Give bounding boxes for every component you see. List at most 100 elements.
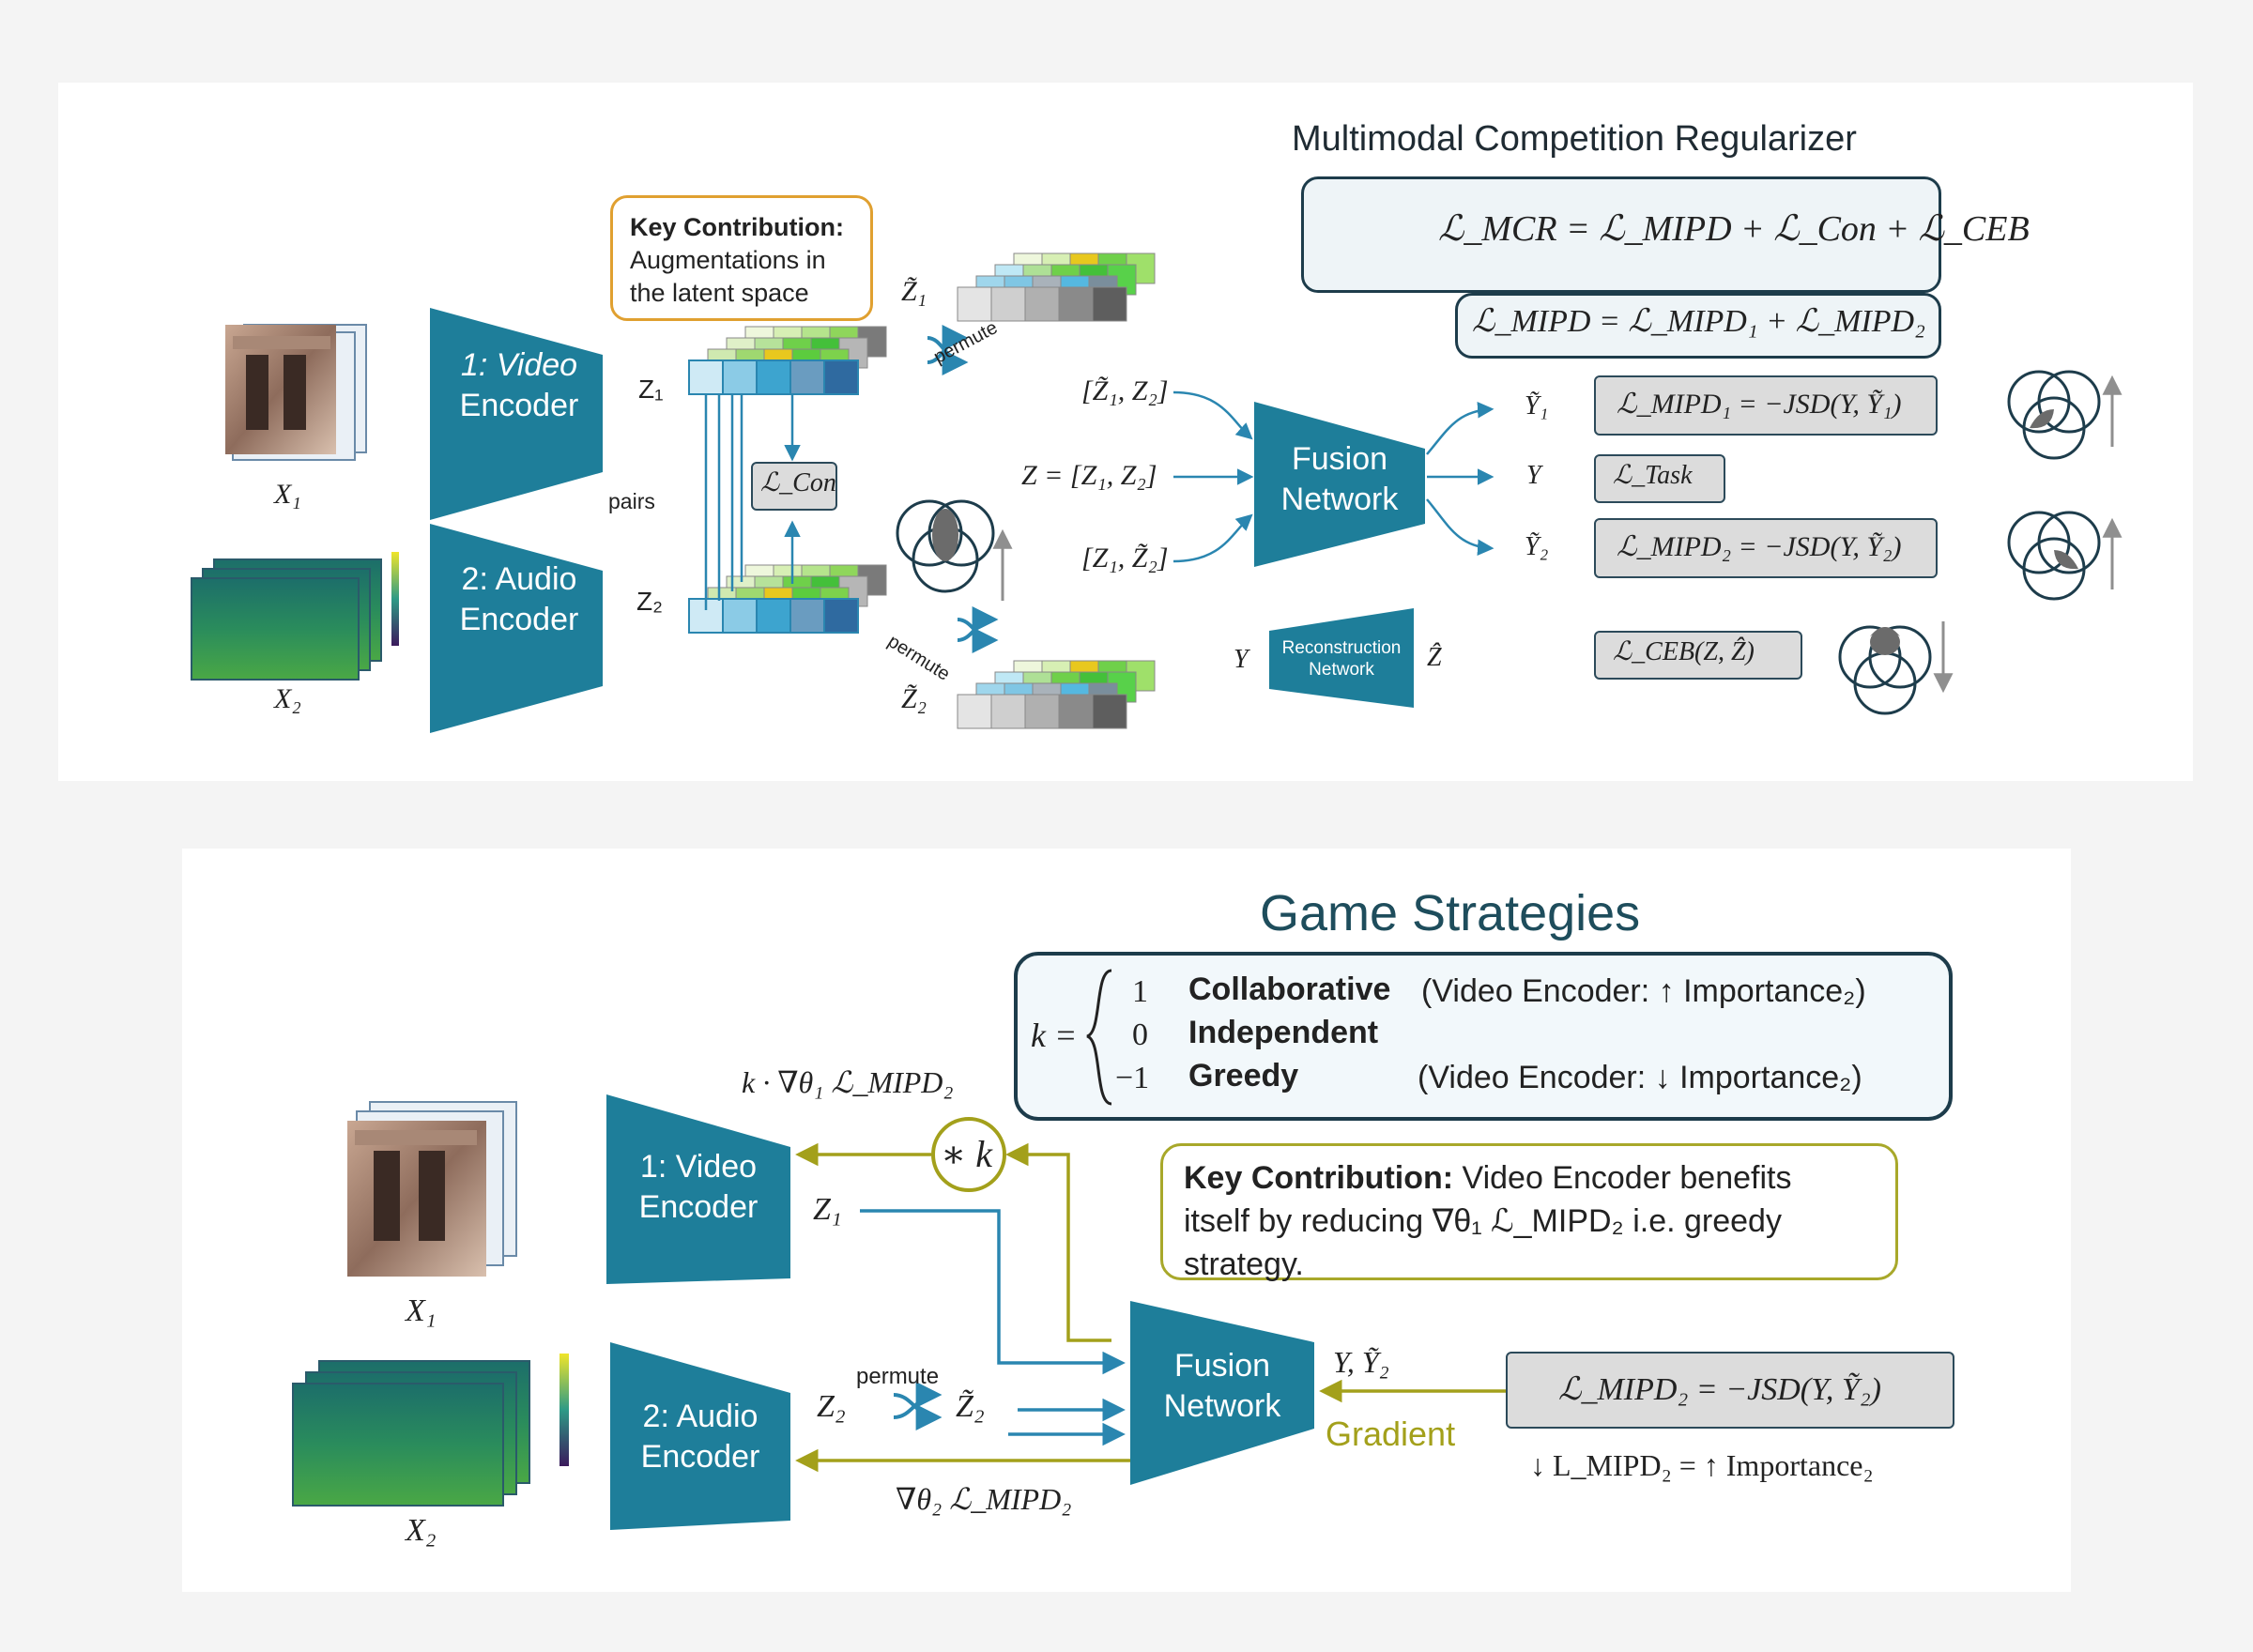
loss-box: [1506, 1352, 1954, 1429]
loss-label: ℒ_MIPD₂ = −JSD(Y, Ỹ₂): [1558, 1372, 1881, 1407]
video-encoder-shape: [606, 1094, 790, 1284]
audio-encoder: 2: Audio Encoder: [430, 559, 608, 639]
z1-tilde-label: Z̃₁: [901, 276, 927, 307]
video-encoder-line1: 1: Video: [639, 1149, 758, 1185]
strategy-greedy-note: (Video Encoder: ↓ Importance₂): [1418, 1060, 1862, 1095]
venn-diagram-icon: [2007, 370, 2101, 460]
z2-tilde-stack: [957, 660, 1156, 729]
mcr-equation: ℒ_MCR = ℒ_MIPD + ℒ_Con + ℒ_CEB: [1438, 209, 2030, 249]
loss-ceb-box: [1594, 631, 1802, 680]
key-contribution-line1: Video Encoder benefits: [1453, 1160, 1792, 1196]
strategy-collab-name: Collaborative: [1188, 971, 1391, 1007]
shuffle-icon: [893, 1382, 943, 1430]
strategy-greedy-name: Greedy: [1188, 1058, 1299, 1094]
photo-stack-icon: [347, 1101, 517, 1277]
key-contribution-box: Key Contribution: Augmentations in the l…: [610, 195, 873, 321]
strategy-greedy-value: −1: [1115, 1061, 1150, 1095]
loss-mipd1: ℒ_MIPD₁ = −JSD(Y, Ỹ₁): [1617, 389, 1902, 420]
strategy-indep-name: Independent: [1188, 1015, 1379, 1050]
photo-stack-icon: [225, 324, 367, 461]
x1-label: X₁: [274, 479, 301, 510]
grad-video-label: k · ∇θ₁ ℒ_MIPD₂: [742, 1065, 954, 1099]
x2-label: X₂: [274, 683, 301, 714]
key-contribution-line2: the latent space: [630, 279, 809, 308]
recon-input: Y: [1234, 645, 1249, 674]
audio-encoder-line1: 2: Audio: [642, 1399, 759, 1434]
venn-diagram-icon: [2007, 511, 2101, 601]
fusion-network: Fusion Network: [1130, 1346, 1314, 1426]
fusion-network: Fusion Network: [1254, 439, 1425, 519]
audio-encoder-line2: Encoder: [459, 601, 579, 637]
fusion-line2: Network: [1163, 1387, 1281, 1424]
mipd-equation-box: [1455, 293, 1941, 359]
out-y1: Ỹ₁: [1525, 391, 1549, 421]
audio-encoder-shape: [430, 524, 603, 733]
game-strategies-title: Game Strategies: [1260, 885, 1641, 941]
key-contribution-heading: Key Contribution:: [630, 213, 844, 241]
out-y2: Ỹ₂: [1525, 532, 1549, 561]
video-encoder: 1: Video Encoder: [606, 1147, 790, 1227]
video-encoder-line2: Encoder: [638, 1188, 759, 1225]
fusion-network-shape: [1254, 402, 1425, 567]
venn-diagram-icon: [896, 499, 995, 593]
mcr-equation-box: [1301, 176, 1941, 293]
z2-token-stack: [688, 564, 887, 634]
audio-encoder: 2: Audio Encoder: [610, 1397, 790, 1476]
venn-diagram-icon: [1838, 625, 1932, 715]
mcr-title: Multimodal Competition Regularizer: [1292, 119, 1857, 159]
key-contribution-heading: Key Contribution:: [1184, 1160, 1454, 1196]
loss-ceb: ℒ_CEB(Z, Ẑ): [1613, 637, 1755, 666]
z2-label: Z₂: [636, 587, 663, 616]
strategies-box: [1014, 952, 1953, 1121]
audio-encoder-shape: [610, 1342, 790, 1530]
reconstruction-network: Reconstruction Network: [1269, 638, 1414, 681]
z1-label: Z₁: [638, 375, 664, 404]
loss-con-box: [751, 462, 837, 511]
grad-audio-label: ∇θ₂ ℒ_MIPD₂: [896, 1482, 1072, 1516]
z1-token-stack: [688, 326, 887, 395]
z2-tilde-label: Z̃₂: [956, 1389, 985, 1424]
out-y: Y: [1526, 461, 1541, 490]
z2-label: Z₂: [817, 1389, 846, 1424]
recon-output: Ẑ: [1427, 643, 1442, 672]
input-c: [Z₁, Z̃₂]: [1081, 543, 1169, 574]
bottom-panel: Game Strategies k = 1 Collaborative (Vid…: [182, 849, 2071, 1592]
bottom-diagram-graphics: [292, 1094, 1506, 1530]
audio-encoder-line2: Encoder: [640, 1438, 760, 1475]
permute-label: permute: [856, 1364, 940, 1389]
fusion-line1: Fusion: [1291, 441, 1388, 477]
k-equals: k =: [1031, 1017, 1078, 1054]
input-a: [Z̃₁, Z₂]: [1081, 375, 1169, 406]
fusion-network-shape: [1130, 1301, 1314, 1485]
multiply-k-node: [931, 1117, 1006, 1192]
video-encoder-line2: Encoder: [459, 387, 579, 423]
strategy-indep-value: 0: [1132, 1017, 1148, 1052]
loss-con: ℒ_Con: [760, 468, 836, 497]
z1-tilde-stack: [957, 252, 1156, 322]
shuffle-icon: [957, 606, 999, 653]
shuffle-icon: [927, 325, 969, 375]
video-encoder-line1: 1: Video: [460, 347, 578, 383]
audio-encoder-line1: 2: Audio: [461, 561, 577, 597]
video-encoder: 1: Video Encoder: [430, 345, 608, 425]
spectrogram-stack-icon: [292, 1354, 569, 1507]
strategy-collab-value: 1: [1132, 974, 1148, 1009]
top-panel: Multimodal Competition Regularizer ℒ_MCR…: [58, 83, 2193, 781]
fusion-line1: Fusion: [1173, 1348, 1271, 1384]
loss-mipd2: ℒ_MIPD₂ = −JSD(Y, Ỹ₂): [1617, 531, 1902, 562]
key-contribution-line1: Augmentations in: [630, 246, 826, 275]
loss-task: ℒ_Task: [1613, 461, 1693, 490]
video-encoder-shape: [430, 308, 603, 520]
z1-label: Z₁: [813, 1192, 842, 1227]
loss-task-box: [1594, 454, 1725, 503]
z2-tilde-label: Z̃₂: [901, 683, 927, 714]
input-b: Z = [Z₁, Z₂]: [1021, 460, 1157, 491]
loss-mipd2-box: [1594, 518, 1938, 578]
fusion-line2: Network: [1280, 481, 1399, 517]
pair-connectors: [704, 394, 743, 610]
reconstruction-network-shape: [1269, 608, 1414, 708]
multiply-k-label: ∗ k: [941, 1133, 992, 1175]
recon-line1: Reconstruction: [1281, 638, 1402, 658]
key-contribution-line2: itself by reducing ∇θ₁ ℒ_MIPD₂ i.e. gree…: [1184, 1202, 1782, 1239]
outputs-label: Y, Ỹ₂: [1333, 1345, 1389, 1379]
